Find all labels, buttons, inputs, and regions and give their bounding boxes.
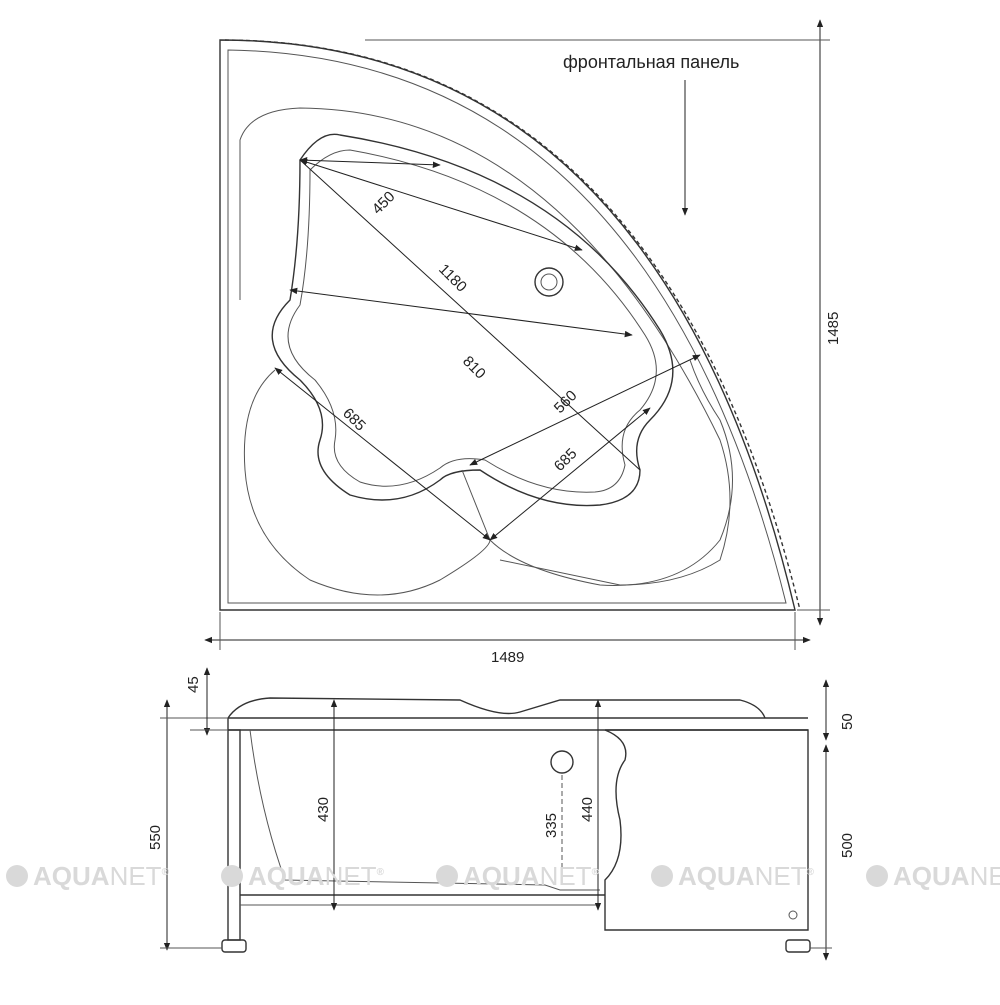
dim-50-text: 50 [839, 713, 856, 730]
aquanet-wordmark: AQUANET® [463, 861, 600, 891]
leg-left [227, 729, 241, 941]
dim-450-text: 450 [369, 188, 399, 218]
aquanet-logo-icon [221, 865, 243, 887]
tub-outer-rim [219, 39, 796, 611]
foot-left [221, 939, 247, 953]
aquanet-wordmark: AQUANET® [893, 861, 1000, 891]
dim-685-right-line [489, 407, 651, 541]
watermark-row: AQUANET® AQUANET® AQUANET® AQUANET® AQUANET® [6, 861, 1000, 891]
dim-335-text: 335 [543, 813, 560, 838]
aquanet-logo-icon [6, 865, 28, 887]
front-panel-dashed [224, 39, 801, 611]
tub-body [249, 729, 600, 891]
panel-screw [788, 910, 798, 920]
dim-440-text: 440 [579, 797, 596, 822]
dim-685-left-text: 685 [339, 405, 369, 435]
aquanet-watermark: AQUANET® [436, 861, 600, 891]
diag-main [299, 159, 641, 471]
dim-45-text: 45 [185, 676, 202, 693]
dim-500-text: 500 [839, 833, 856, 858]
aquanet-watermark: AQUANET® [651, 861, 815, 891]
side-view: 45 550 430 335 440 50 500 [147, 667, 856, 961]
dim-430-text: 430 [315, 797, 332, 822]
side-drain [550, 750, 574, 774]
dim-810-line [289, 287, 633, 338]
aquanet-wordmark: AQUANET® [678, 861, 815, 891]
aquanet-logo-icon [651, 865, 673, 887]
drain-inner [540, 273, 558, 291]
aquanet-logo-icon [866, 865, 888, 887]
dim-685-left-line [274, 367, 491, 541]
dim-1180-text: 1180 [435, 261, 470, 296]
plan-view: фронтальная панель 450 1180 810 560 685 … [204, 19, 842, 666]
drain-outer [534, 267, 564, 297]
aquanet-logo-icon [436, 865, 458, 887]
dim-550-text: 550 [147, 825, 164, 850]
dim-1489-text: 1489 [491, 649, 524, 666]
dim-450-line [299, 157, 441, 168]
front-panel-label: фронтальная панель [563, 52, 739, 72]
aquanet-watermark: AQUANET® [221, 861, 385, 891]
tub-inner-rim [227, 49, 787, 604]
aquanet-wordmark: AQUANET® [33, 861, 170, 891]
dim-560-line [469, 354, 701, 466]
center-ridge [461, 469, 491, 541]
lower-left-lobe [243, 369, 491, 596]
tub-ledge [239, 107, 731, 586]
rim-top [227, 697, 766, 719]
dim-810-text: 810 [459, 353, 489, 383]
aquanet-watermark: AQUANET® [6, 861, 170, 891]
lower-right-lobe [489, 359, 733, 586]
aquanet-watermark: AQUANET® [866, 861, 1000, 891]
dim-1485-text: 1485 [825, 312, 842, 345]
dim-685-right-text: 685 [551, 445, 581, 475]
foot-right [785, 939, 811, 953]
side-panel [604, 729, 809, 931]
dim-1180-line [299, 159, 583, 251]
aquanet-wordmark: AQUANET® [248, 861, 385, 891]
